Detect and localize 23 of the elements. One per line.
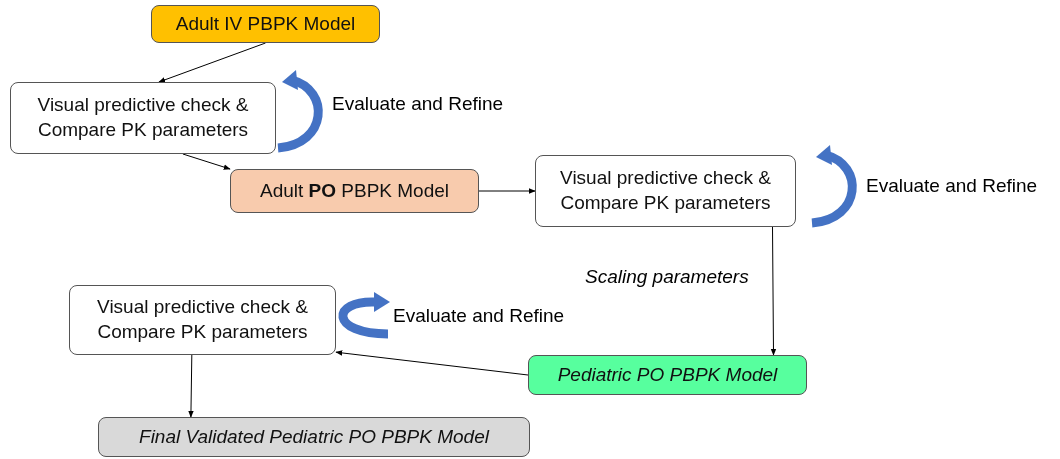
arrow bbox=[188, 354, 194, 418]
model-box bbox=[230, 169, 479, 213]
process-box bbox=[535, 155, 796, 227]
arrow bbox=[478, 188, 536, 194]
box-label: Visual predictive check & Compare PK parameters bbox=[559, 166, 772, 215]
box-label: Adult IV PBPK Model bbox=[174, 11, 357, 36]
arrow bbox=[158, 42, 266, 83]
box-label: Visual predictive check & Compare PK parameters bbox=[96, 295, 309, 344]
loop-label: Evaluate and Refine bbox=[393, 305, 565, 327]
box-label: Adult PO PBPK Model bbox=[258, 178, 450, 203]
model-box bbox=[528, 355, 807, 395]
final-model-box bbox=[98, 417, 530, 457]
arrow bbox=[335, 350, 529, 376]
box-label: Final Validated Pediatric PO PBPK Model bbox=[138, 424, 491, 449]
process-box bbox=[10, 82, 276, 154]
loop-label: Evaluate and Refine bbox=[866, 175, 1038, 197]
model-box bbox=[151, 5, 380, 43]
loop-label: Evaluate and Refine bbox=[332, 93, 504, 115]
arrow bbox=[182, 153, 231, 170]
arrow bbox=[770, 226, 777, 356]
box-label: Visual predictive check & Compare PK parameters bbox=[36, 93, 250, 142]
box-label: Pediatric PO PBPK Model bbox=[556, 362, 779, 387]
process-box bbox=[69, 285, 336, 355]
